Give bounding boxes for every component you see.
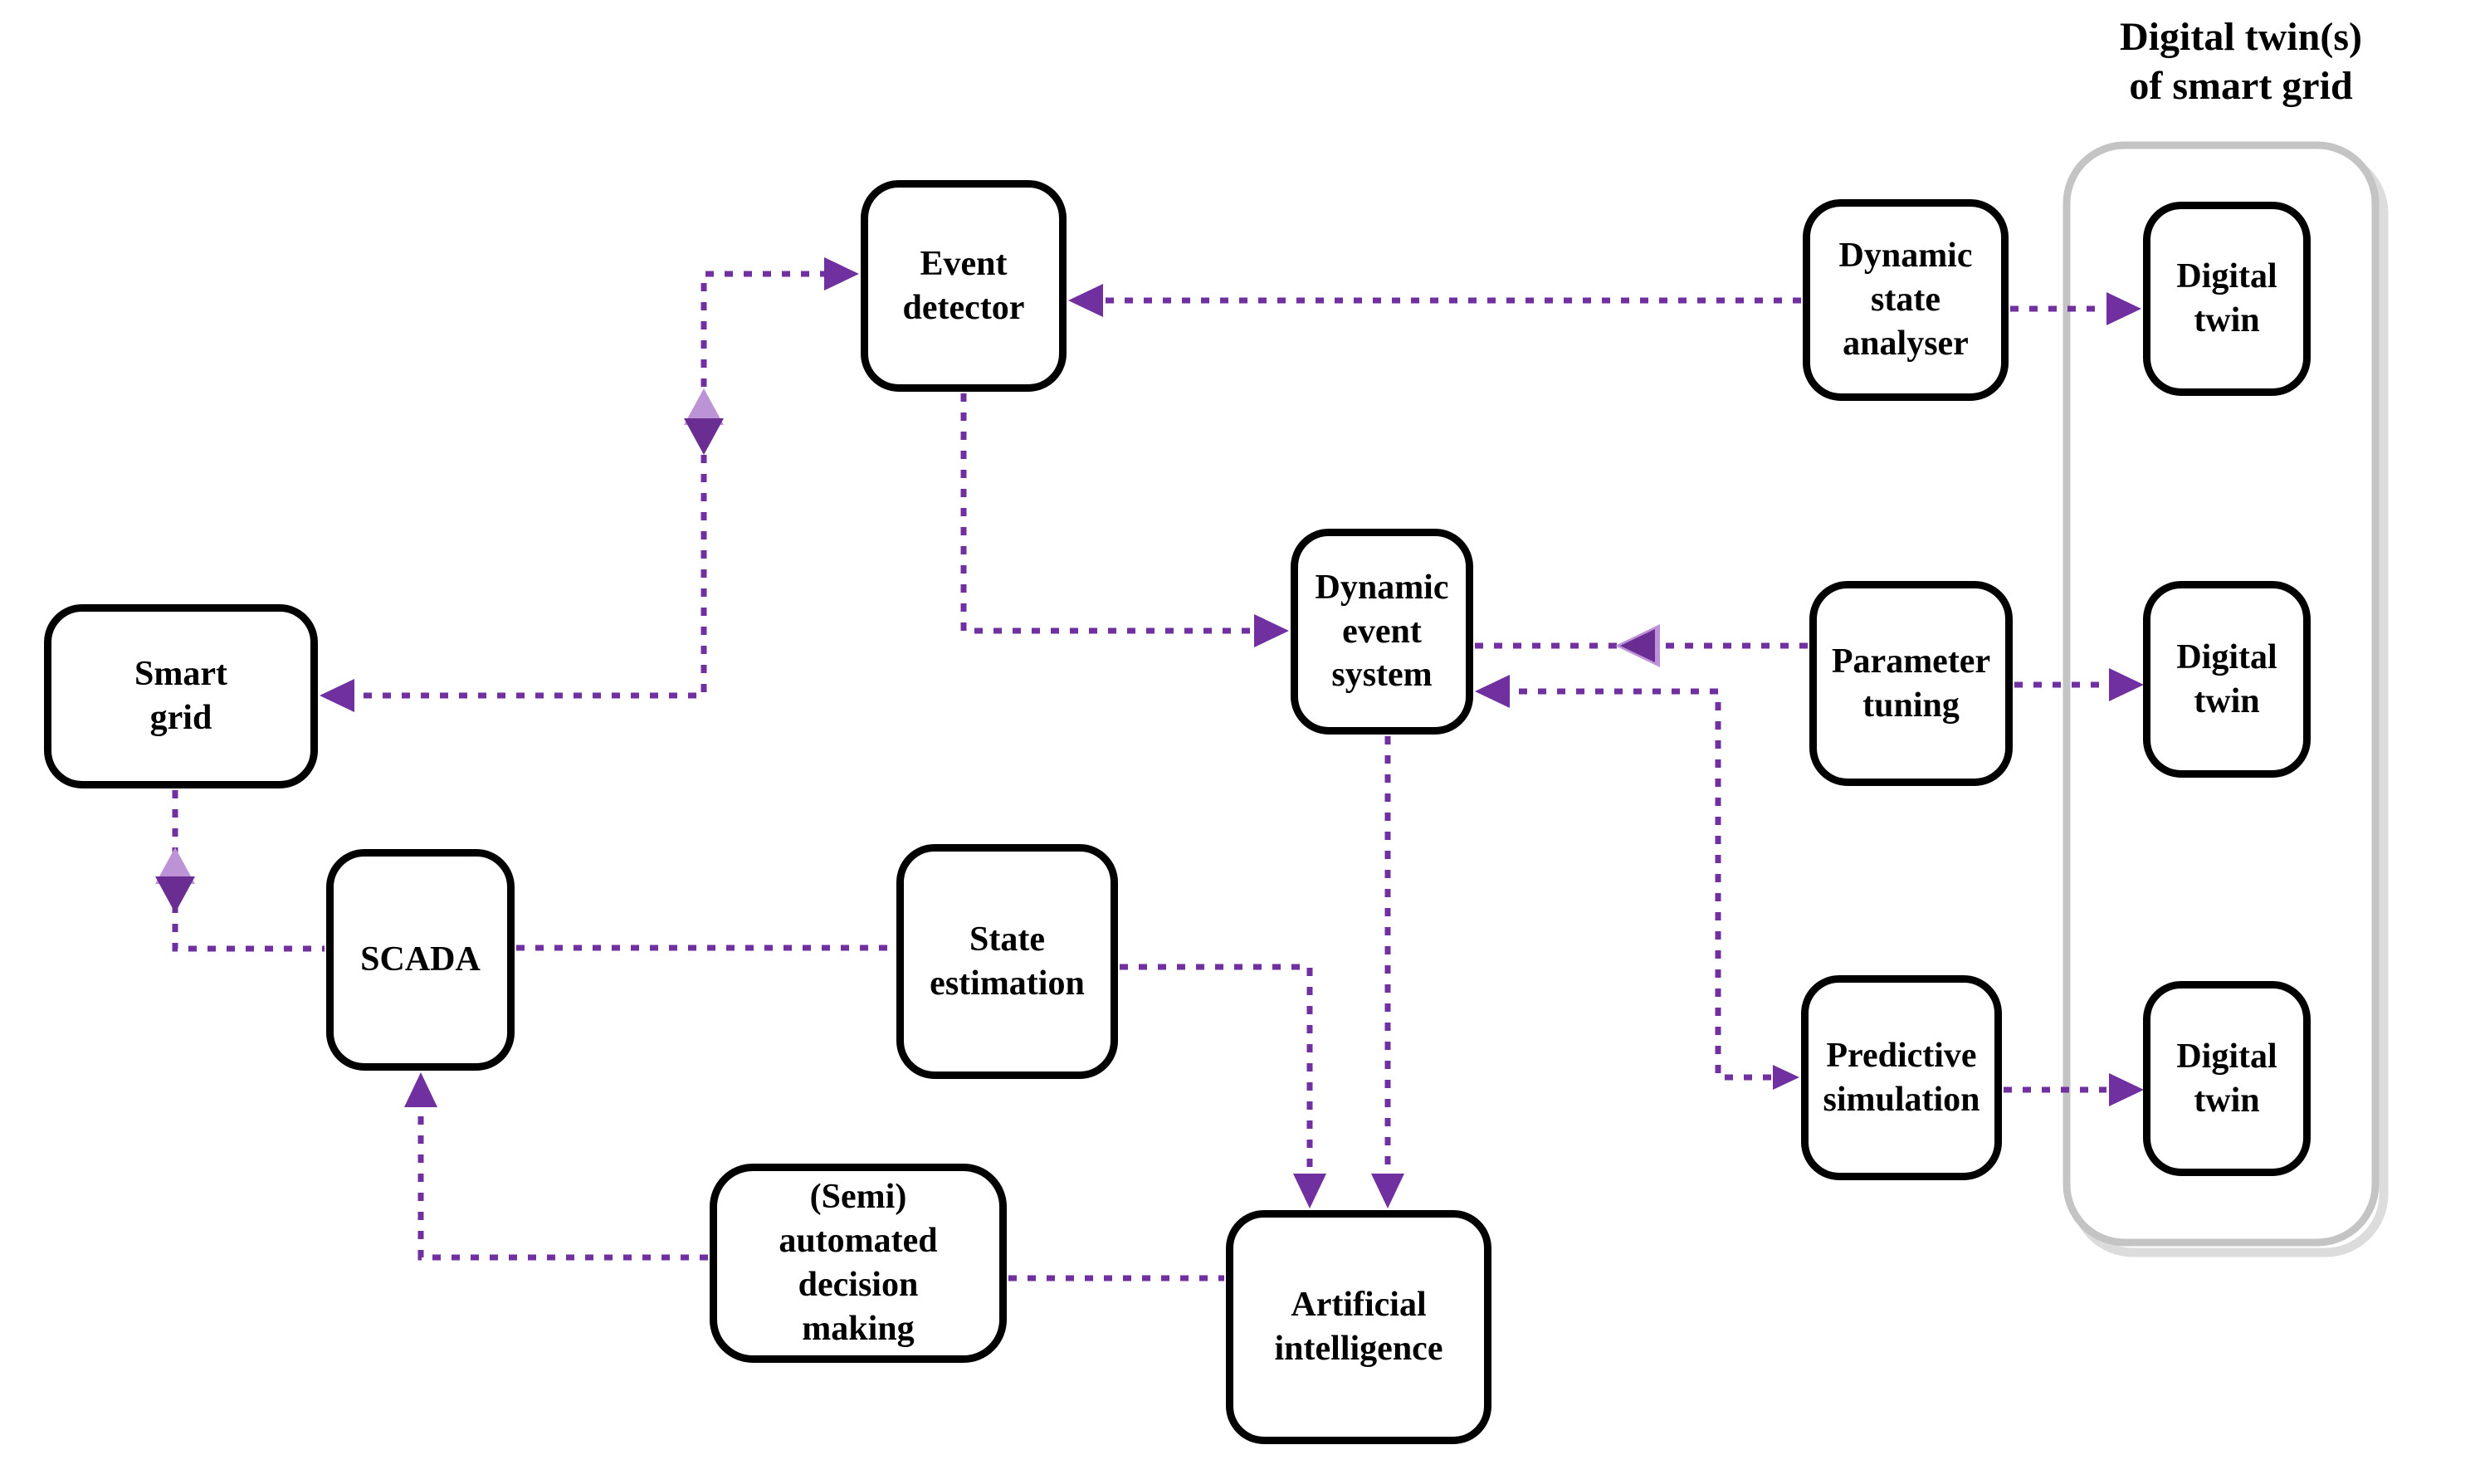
node-decision-making-label: (Semi) automated decision making	[779, 1178, 938, 1348]
node-scada: SCADA	[326, 849, 515, 1071]
arrowhead-into-smart-grid	[320, 679, 354, 712]
node-digital-twin-bottom: Digital twin	[2143, 981, 2311, 1176]
node-state-estimation: State estimation	[896, 844, 1118, 1079]
node-parameter-tuning: Parameter tuning	[1809, 581, 2013, 786]
node-dynamic-state-analyser-label: Dynamic state analyser	[1838, 237, 1973, 363]
node-digital-twin-middle-label: Digital twin	[2176, 637, 2277, 720]
down-arrow-dark-icon	[684, 418, 724, 455]
node-dynamic-event-system: Dynamic event system	[1291, 529, 1473, 735]
edge-decision-making-scada	[417, 1079, 708, 1261]
up-arrow-light-icon	[684, 388, 724, 425]
node-digital-twin-bottom-label: Digital twin	[2176, 1037, 2277, 1120]
left-arrow-dark-icon	[1620, 629, 1655, 662]
edge-event-detector-dynamic-event-system	[960, 393, 1283, 634]
node-artificial-intelligence-label: Artificial intelligence	[1274, 1286, 1443, 1368]
node-decision-making: (Semi) automated decision making	[710, 1164, 1007, 1363]
node-parameter-tuning-label: Parameter tuning	[1831, 642, 1991, 725]
edge-dynamic-event-system-predictive-simulation	[1481, 688, 1793, 1081]
node-digital-twin-top: Digital twin	[2143, 202, 2311, 396]
arrowhead-into-digital-twin-middle	[2109, 668, 2144, 701]
node-dynamic-state-analyser: Dynamic state analyser	[1803, 199, 2009, 401]
node-event-detector-label: Event detector	[902, 244, 1025, 327]
midline-arrow-glyphs	[155, 388, 1660, 913]
edge-smart-grid-scada	[172, 790, 325, 952]
edge-state-estimation-artificial-intelligence	[1120, 964, 1313, 1202]
node-digital-twin-top-label: Digital twin	[2176, 257, 2277, 339]
arrowhead-into-digital-twin-bottom	[2109, 1073, 2144, 1106]
digital-twins-title: Digital twin(s) of smart grid	[2058, 13, 2424, 110]
up-arrow-light-icon	[155, 847, 195, 884]
arrowhead-into-dynamic-event-system-right	[1475, 675, 1510, 708]
digital-twins-title-line2: of smart grid	[2129, 63, 2353, 108]
node-smart-grid-label: Smart grid	[134, 655, 227, 737]
arrowhead-into-ai-from-dynamic-event-system	[1371, 1174, 1404, 1208]
node-predictive-simulation-label: Predictive simulation	[1823, 1036, 1980, 1119]
arrowhead-into-event-detector-right	[1068, 284, 1103, 317]
arrowhead-into-digital-twin-top	[2106, 292, 2141, 325]
node-event-detector: Event detector	[861, 180, 1067, 392]
arrowhead-into-event-detector-left	[824, 257, 859, 290]
node-artificial-intelligence: Artificial intelligence	[1226, 1210, 1491, 1444]
arrowhead-into-scada-bottom	[404, 1072, 437, 1107]
node-scada-label: SCADA	[360, 940, 481, 979]
node-dynamic-event-system-label: Dynamic event system	[1315, 568, 1449, 695]
node-state-estimation-label: State estimation	[930, 920, 1085, 1003]
node-digital-twin-middle: Digital twin	[2143, 581, 2311, 778]
node-smart-grid: Smart grid	[44, 604, 318, 788]
down-arrow-dark-icon	[155, 876, 195, 913]
node-predictive-simulation: Predictive simulation	[1801, 975, 2002, 1180]
digital-twins-title-line1: Digital twin(s)	[2120, 15, 2362, 59]
arrowhead-into-predictive-simulation	[1773, 1065, 1799, 1090]
arrowhead-into-ai-from-state-estimation	[1293, 1174, 1326, 1208]
edge-smart-grid-event-detector	[325, 271, 853, 699]
arrowhead-into-dynamic-event-system-left	[1254, 614, 1289, 647]
